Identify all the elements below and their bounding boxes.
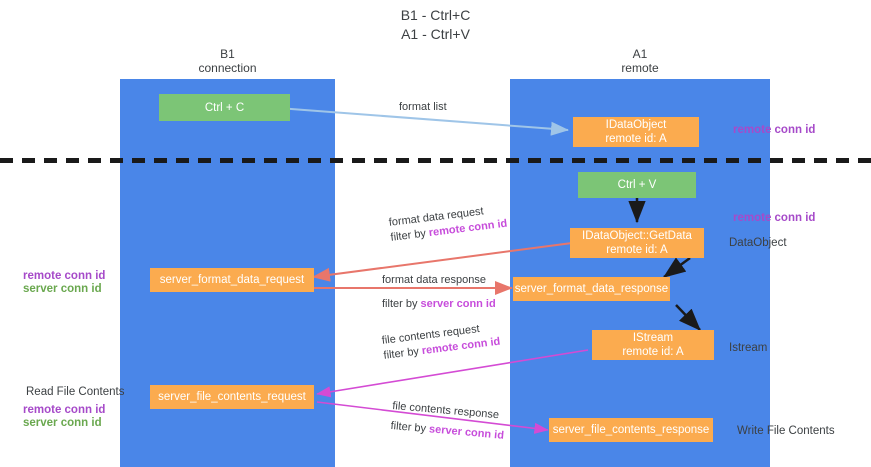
filter-by-prefix-4: filter by (390, 419, 430, 436)
label-left-remote-conn-id: remote conn id (23, 270, 106, 282)
box-idataobject-getdata[interactable]: IDataObject::GetData remote id: A (570, 228, 704, 258)
edge-label-format-list-line1: format list (399, 101, 447, 113)
box-server-format-data-response[interactable]: server_format_data_response (513, 277, 670, 301)
box-idataobject[interactable]: IDataObject remote id: A (573, 117, 699, 147)
page-title: B1 - Ctrl+C A1 - Ctrl+V (400, 7, 471, 42)
label-left-server-conn-id: server conn id (23, 283, 102, 295)
filter-by-highlight-2: server conn id (420, 298, 496, 310)
lane-header-a1: A1 remote (621, 47, 659, 75)
label-right-write-file-contents: Write File Contents (737, 425, 835, 437)
box-istream[interactable]: IStream remote id: A (592, 330, 714, 360)
label-right-remote-conn-id-mid: remote conn id (733, 212, 816, 224)
edge-label-file-contents-response: file contents response filter by server … (390, 399, 506, 444)
label-right-dataobject: DataObject (729, 237, 787, 249)
filter-by-prefix-1: filter by (389, 227, 430, 244)
edge-label-format-data-response-line2: filter by server conn id (382, 297, 496, 312)
edge-label-file-contents-request: file contents request filter by remote c… (381, 320, 501, 364)
filter-by-prefix-3: filter by (382, 345, 423, 362)
label-left-server-conn-id-2: server conn id (23, 417, 102, 429)
filter-by-prefix-2: filter by (382, 298, 421, 310)
label-left-read-file-contents: Read File Contents (26, 386, 125, 398)
label-left-remote-conn-id-2: remote conn id (23, 404, 106, 416)
label-right-remote-conn-id-top: remote conn id (733, 124, 816, 136)
label-right-istream: Istream (729, 342, 768, 354)
edge-label-format-list: format list (399, 100, 447, 115)
edge-label-format-data-request: format data request filter by remote con… (388, 202, 508, 246)
box-server-file-contents-request[interactable]: server_file_contents_request (150, 385, 314, 409)
box-server-format-data-request[interactable]: server_format_data_request (150, 268, 314, 292)
box-ctrl-v[interactable]: Ctrl + V (578, 172, 696, 198)
filter-by-highlight-4: server conn id (428, 423, 505, 442)
edge-label-file-contents-response-line2: filter by server conn id (390, 419, 505, 444)
edge-label-format-data-response: format data response filter by server co… (382, 273, 496, 312)
box-server-file-contents-response[interactable]: server_file_contents_response (549, 418, 713, 442)
edge-label-format-data-response-line1: format data response (382, 274, 486, 286)
lane-header-b1: B1 connection (198, 47, 257, 75)
box-ctrl-c[interactable]: Ctrl + C (159, 94, 290, 121)
